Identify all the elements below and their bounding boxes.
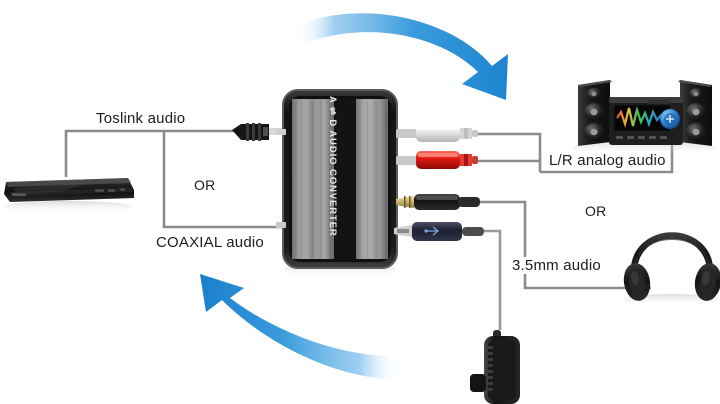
label-lr-analog-audio: L/R analog audio (545, 152, 670, 169)
rca-white-plug (396, 125, 478, 142)
wire-usb-power (480, 229, 502, 330)
label-or-right: OR (581, 203, 611, 219)
label-coaxial-audio: COAXIAL audio (152, 234, 268, 251)
wire-lr-white (470, 132, 542, 172)
blu-ray-player (2, 178, 134, 213)
usb-power-adapter (470, 330, 520, 404)
rca-red-plug (396, 151, 478, 169)
jack-3.5mm-plug (396, 194, 480, 210)
ad-audio-converter (276, 89, 398, 278)
label-toslink-audio: Toslink audio (92, 110, 190, 127)
earcup-left (623, 263, 651, 301)
wire-35mm (480, 200, 651, 290)
wire-group (64, 129, 674, 384)
arrow-top (296, 13, 508, 100)
amplifier-unit (609, 97, 683, 145)
wire-coaxial (162, 131, 285, 229)
speaker-left (578, 80, 612, 146)
headphones (623, 232, 720, 306)
micro-usb-plug (394, 222, 484, 241)
wire-toslink (64, 129, 243, 177)
arrow-bottom (200, 274, 400, 380)
speaker-system (573, 80, 717, 155)
earcup-right (694, 263, 720, 301)
label-or-left: OR (190, 177, 220, 193)
label-3.5mm-audio: 3.5mm audio (508, 257, 605, 274)
speaker-right (678, 80, 712, 146)
